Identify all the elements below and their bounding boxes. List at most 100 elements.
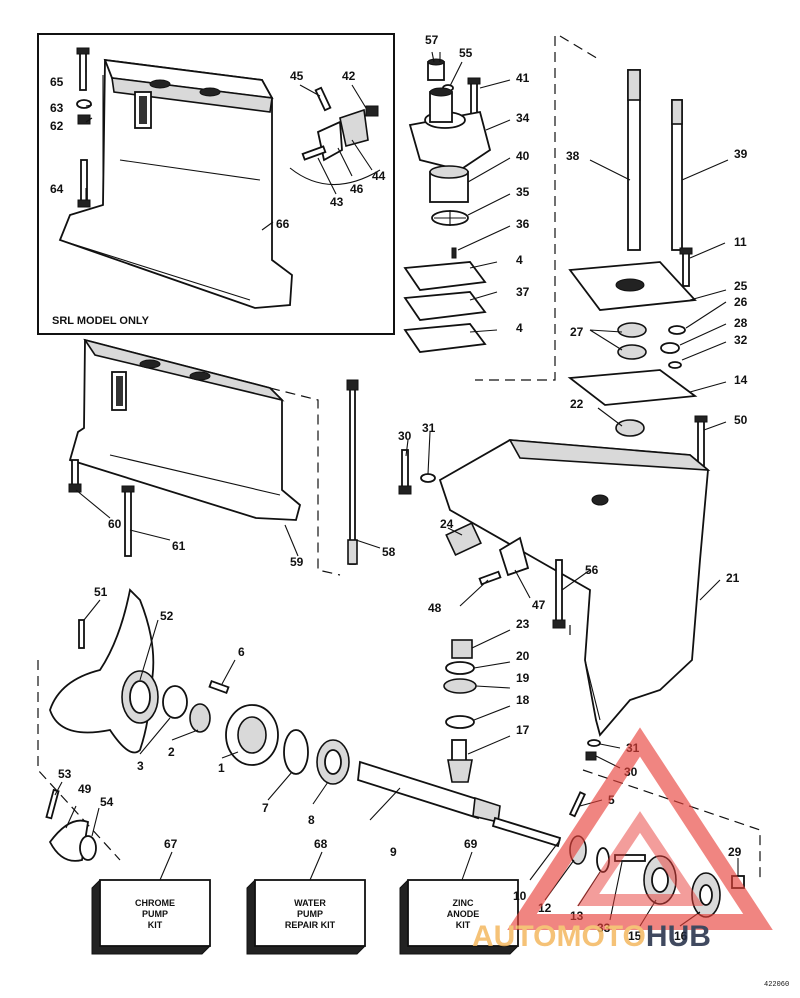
- bearing-27: [617, 322, 647, 360]
- automotohub-watermark: AUTOMOTOHUB: [472, 727, 773, 953]
- callout-61: 61: [172, 539, 186, 553]
- bolt-61: [121, 485, 135, 557]
- callout-24: 24: [440, 517, 454, 531]
- callout-60: 60: [108, 517, 122, 531]
- kit-67-line-1: CHROME: [135, 898, 175, 908]
- srl-inset: SRL MODEL ONLY: [37, 33, 395, 335]
- bearing-16: [691, 872, 721, 918]
- callout-30-upper: 30: [398, 429, 412, 443]
- kit-69-line-2: ANODE: [447, 909, 480, 919]
- pump-housing-34: [408, 87, 492, 171]
- callout-15: 15: [628, 929, 642, 943]
- callout-2: 2: [168, 745, 175, 759]
- callout-16: 16: [674, 929, 688, 943]
- washer-63: [76, 99, 92, 109]
- callout-38: 38: [566, 149, 580, 163]
- driveshaft-38: [627, 69, 641, 251]
- bearing-housing-1: [225, 704, 279, 766]
- grommet-57: [427, 58, 445, 81]
- gasket-4-lower: [403, 323, 487, 353]
- callout-43: 43: [330, 195, 344, 209]
- leader-lines: [54, 51, 739, 927]
- driveshaft-39: [671, 99, 683, 251]
- screw-56: [552, 559, 566, 629]
- key-36: [451, 247, 457, 259]
- washer-20: [445, 661, 475, 675]
- kit-68-line-2: PUMP: [297, 909, 323, 919]
- callout-27: 27: [570, 325, 584, 339]
- callout-65: 65: [50, 75, 64, 89]
- bearing-22: [615, 419, 645, 437]
- callout-55: 55: [459, 46, 473, 60]
- pin-51: [78, 619, 85, 649]
- pin-5: [568, 791, 586, 818]
- callout-59: 59: [290, 555, 304, 569]
- screw-11: [679, 247, 693, 287]
- washer-26: [668, 325, 686, 335]
- thrust-washer-2: [189, 703, 211, 733]
- callout-58: 58: [382, 545, 396, 559]
- svg-text:AUTOMOTOHUB: AUTOMOTOHUB: [472, 920, 711, 953]
- ring-54: [79, 835, 97, 861]
- nut-62: [77, 114, 91, 125]
- callout-31-upper: 31: [422, 421, 436, 435]
- kit-box-68: WATER PUMP REPAIR KIT: [246, 879, 366, 955]
- spacer-3: [162, 685, 188, 719]
- propeller-group: [37, 588, 562, 862]
- callout-34: 34: [516, 111, 530, 125]
- callout-26: 26: [734, 295, 748, 309]
- callout-29: 29: [728, 845, 742, 859]
- callout-23: 23: [516, 617, 530, 631]
- callout-54: 54: [100, 795, 114, 809]
- kit-69-line-3: KIT: [456, 920, 471, 930]
- plate-25: [568, 261, 697, 311]
- callout-18: 18: [516, 693, 530, 707]
- callout-48: 48: [428, 601, 442, 615]
- callout-56: 56: [585, 563, 599, 577]
- exhaust-housing-59: [68, 338, 341, 576]
- impeller-cup-40: [429, 165, 469, 203]
- callout-1: 1: [218, 761, 225, 775]
- callout-49: 49: [78, 782, 92, 796]
- callout-36: 36: [516, 217, 530, 231]
- callout-69: 69: [464, 837, 478, 851]
- reverse-gear-8: [316, 739, 350, 785]
- callout-40: 40: [516, 149, 530, 163]
- callout-28: 28: [734, 316, 748, 330]
- pinion-17: [447, 739, 473, 783]
- impeller-35: [431, 210, 469, 226]
- screw-30-upper: [398, 449, 412, 495]
- callout-67: 67: [164, 837, 178, 851]
- callout-51: 51: [94, 585, 108, 599]
- callout-39: 39: [734, 147, 748, 161]
- callout-63: 63: [50, 101, 64, 115]
- callout-68: 68: [314, 837, 328, 851]
- kit-box-69: ZINC ANODE KIT: [399, 879, 519, 955]
- propshaft-9: [357, 760, 501, 823]
- callout-25: 25: [734, 279, 748, 293]
- bolt-60: [68, 459, 82, 493]
- propeller-52: [49, 588, 159, 754]
- callout-17: 17: [516, 723, 530, 737]
- callout-50: 50: [734, 413, 748, 427]
- o-ring-7: [283, 729, 309, 775]
- callout-4-upper: 4: [516, 253, 523, 267]
- callout-32: 32: [734, 333, 748, 347]
- kit-68-line-3: REPAIR KIT: [285, 920, 336, 930]
- nut-42: [365, 105, 379, 117]
- callout-4-lower: 4: [516, 321, 523, 335]
- exhaust-housing-srl: [58, 58, 293, 309]
- callout-44: 44: [372, 169, 386, 183]
- kit-68-line-1: WATER: [294, 898, 326, 908]
- callout-46: 46: [350, 182, 364, 196]
- kit-67-line-3: KIT: [148, 920, 163, 930]
- bolt-64: [77, 159, 91, 208]
- callout-42: 42: [342, 69, 356, 83]
- inset-frame: [37, 33, 395, 335]
- gasket-14: [567, 369, 698, 406]
- stud-58: [346, 379, 359, 565]
- bracket-47: [498, 536, 530, 577]
- washer-31-upper: [420, 473, 436, 483]
- callout-11: 11: [734, 235, 747, 249]
